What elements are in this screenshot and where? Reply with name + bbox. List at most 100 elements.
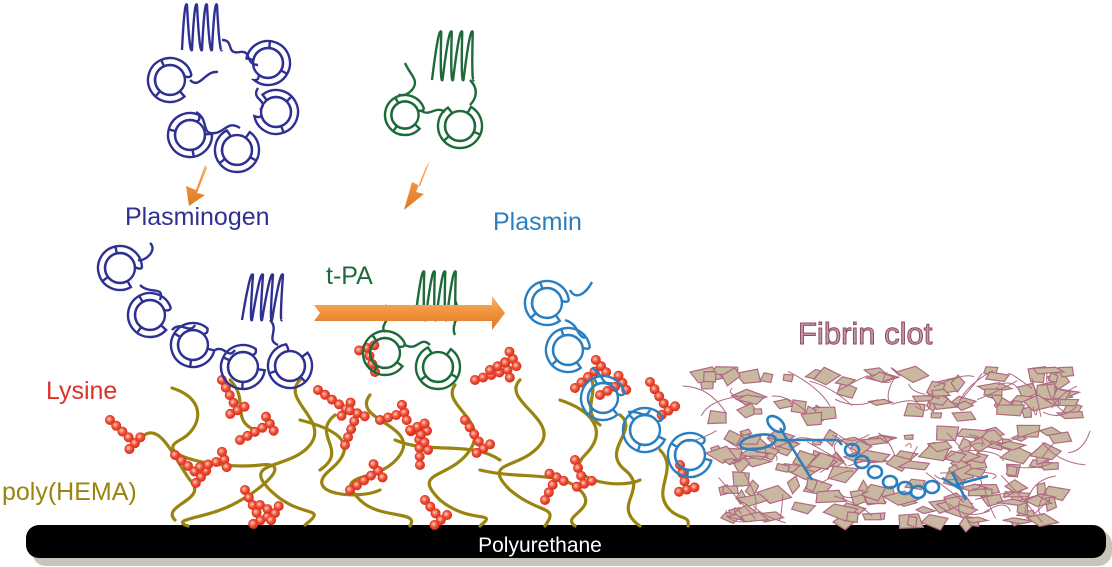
lysine-bead [124,444,135,455]
arrow-right-icon [314,296,505,330]
kringle-tick [268,40,272,49]
lysine-bead [344,484,355,495]
fibrin-fragment [996,498,1028,506]
kringle-tick [154,90,161,98]
lysine-bead [111,420,122,431]
substrate-bar [26,525,1106,558]
lysine-bead [368,459,379,470]
fibrin-fragment [721,366,742,387]
linker [137,242,154,262]
fibrin-fragment [734,394,766,406]
fibrin-fiber [787,370,831,407]
lysine-group [234,411,279,445]
kringle-tick [587,408,594,416]
fibrin-fragment [951,411,977,422]
fibrin-fiber [878,432,896,457]
lysine-bead [105,414,116,425]
lysine-bead [649,384,660,395]
fibrin-clot [682,365,1091,533]
kringle-tick [371,334,378,342]
lysine-bead [248,518,259,529]
fibrin-fiber [700,395,744,417]
fibrin-fiber [946,432,960,446]
fibrin-fiber [925,472,965,503]
fibrin-fragment [906,515,918,529]
fibrin-fragment [806,452,836,471]
fibrin-fiber [969,434,984,448]
lysine-bead [190,478,201,489]
lysine-bead [396,399,407,410]
fibrin-fiber [728,455,764,466]
lysine-bead [336,410,347,421]
fibrin-fragment [1025,512,1061,527]
kringle-core [220,133,254,167]
lysine-bead [312,384,323,395]
lysine-bead [430,508,441,519]
lysine-bead [359,411,370,422]
fibrin-fiber [910,445,919,459]
fibrin-fragment [815,489,848,504]
lysine-group [595,370,632,400]
kringle-core [103,251,137,285]
fibrin-fragment [954,400,975,412]
fibrin-fragment [1016,424,1041,438]
arrow-down-icon [186,165,207,206]
lysine-bead [558,475,569,486]
linker [139,284,163,301]
kringle-tick [442,135,450,142]
fibrin-fiber [1035,498,1051,514]
kringle-domain [579,374,626,422]
arrow-down-icon [186,165,207,206]
fibrin-fiber [1038,487,1048,516]
kringle-domain [146,56,193,104]
tpa-free [383,30,484,150]
fibrin-fiber [826,454,848,468]
fibrin-fiber [834,398,879,406]
lysine-group [419,494,453,530]
kringle-tick [560,328,565,337]
fibrin-fragment [926,440,953,453]
linker [404,340,431,348]
fibrin-fiber [891,400,922,410]
fibrin-fragment [957,437,974,457]
lysine-bead [273,501,284,512]
fibrin-fragment [1031,366,1066,375]
kringle-tick [249,156,257,162]
plasmin-label: Plasmin [493,208,582,236]
lysine-bead [225,408,236,419]
fibrin-fiber [961,372,983,400]
kringle-tick [280,69,288,75]
kringle-tick [636,443,642,452]
kringle-domain [544,326,591,374]
lysine-bead [590,354,601,365]
fibrin-fiber [908,383,926,395]
protease-domain [430,30,476,82]
fibrin-clot-label: Fibrin clot [797,316,933,352]
fibrin-fiber [1031,378,1042,417]
fibrin-fragment [968,436,993,454]
lysine-bead [183,460,194,471]
fibrin-fragment [984,371,1011,383]
kringle-tick [419,374,427,382]
lysine-group [339,405,370,450]
fibrin-fiber [717,477,757,520]
lysine-group [405,418,433,455]
lysine-bead [689,482,700,493]
linker [269,319,279,347]
fibrin-fragment [790,501,817,515]
fibrin-fragment [903,434,914,440]
kringle-tick [593,377,599,385]
fibrin-fragment [827,465,860,484]
kringle-core [251,46,285,80]
fibrin-fiber [890,367,901,377]
kringle-domain [245,39,292,87]
fibrin-fiber [984,471,997,480]
kringle-domain [166,111,214,159]
kringle-tick [168,128,176,133]
fibrin-fragment [943,450,968,464]
kringle-core [551,333,585,367]
fibrin-fragment [722,457,739,466]
fibrin-fiber [1068,430,1091,454]
kringle-tick [685,469,690,477]
fibrin-fiber [1008,373,1033,389]
